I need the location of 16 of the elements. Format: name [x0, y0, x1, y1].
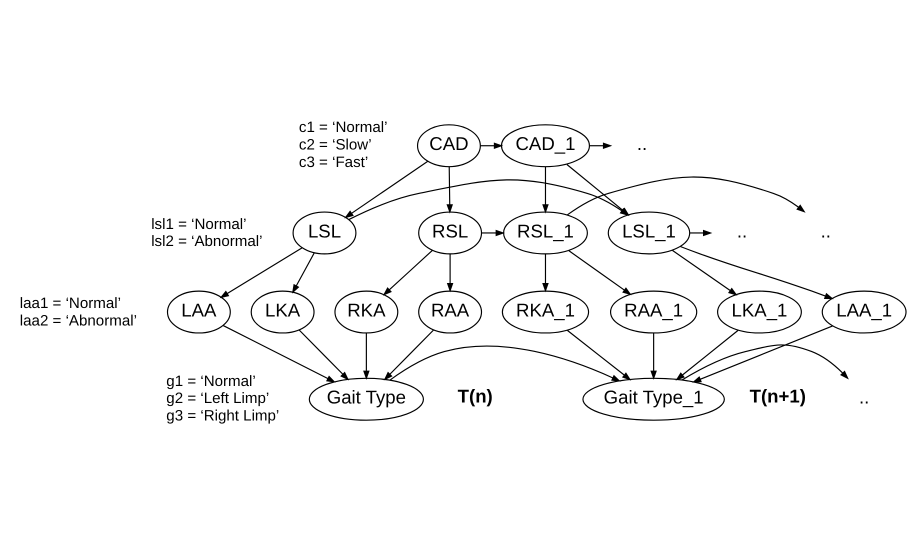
node-label: g1 = ‘Normal’ [166, 372, 256, 390]
node-text: .. [736, 220, 747, 242]
node-label: g2 = ‘Left Limp’ [166, 390, 269, 408]
node-label: lsl2 = ‘Abnormal’ [150, 233, 262, 250]
node-label: g3 = ‘Right Limp’ [166, 408, 279, 425]
node-label: lsl1 = ‘Normal’ [150, 216, 246, 233]
node-text: .. [858, 386, 869, 408]
node-label: c1 = ‘Normal’ [298, 119, 388, 136]
label: T(n) [457, 386, 492, 407]
node-label: c3 = ‘Fast’ [298, 154, 368, 172]
label: T(n+1) [749, 386, 806, 407]
node-text: .. [820, 220, 830, 242]
node-label: laa1 = ‘Normal’ [19, 294, 120, 312]
node-label: laa2 = ‘Abnormal’ [19, 312, 136, 330]
node-text: .. [636, 133, 647, 154]
node-label: c2 = ‘Slow’ [298, 136, 372, 154]
